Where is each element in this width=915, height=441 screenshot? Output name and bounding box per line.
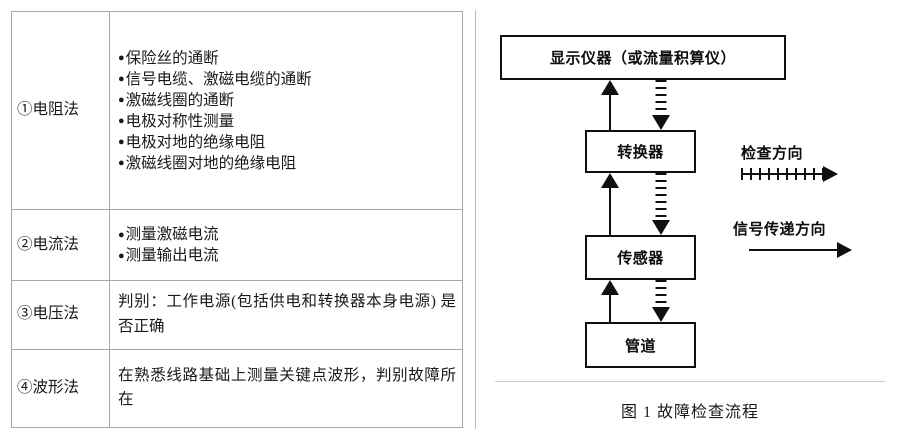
fault-detection-methods-table: ①电阻法 ●保险丝的通断 ●信号电缆、激磁电缆的通断 ●激磁线圈的通断 ●电极对… <box>11 10 463 429</box>
table-cell-method: ④波形法 <box>11 348 110 429</box>
signal-arrow-up-pipe-to-sensor <box>600 280 620 322</box>
table-row: ①电阻法 ●保险丝的通断 ●信号电缆、激磁电缆的通断 ●激磁线圈的通断 ●电极对… <box>11 10 463 211</box>
table-cell-details: ●保险丝的通断 ●信号电缆、激磁电缆的通断 ●激磁线圈的通断 ●电极对称性测量 … <box>109 10 463 211</box>
bullet-icon: ● <box>118 52 125 65</box>
fault-inspection-flow-figure: 显示仪器（或流量积算仪） 转换器 传感器 管道 <box>476 10 904 429</box>
arrow-head-up-icon <box>601 80 619 95</box>
arrow-shaft <box>609 293 611 322</box>
list-item-label: 电极对地的绝缘电阻 <box>125 133 266 151</box>
signal-arrow-up-sensor-to-converter <box>600 173 620 235</box>
table-cell-method: ③电压法 <box>11 279 110 350</box>
diagram-box-display-instrument: 显示仪器（或流量积算仪） <box>500 35 786 80</box>
bullet-list: ●保险丝的通断 ●信号电缆、激磁电缆的通断 ●激磁线圈的通断 ●电极对称性测量 … <box>118 48 456 174</box>
list-item: ●电极对称性测量 <box>118 111 456 132</box>
list-item-label: 激磁线圈对地的绝缘电阻 <box>125 154 297 172</box>
arrow-head-down-icon <box>652 115 670 130</box>
detail-paragraph: 判别：工作电源(包括供电和转换器本身电源) 是否正确 <box>118 293 456 335</box>
arrow-head-up-icon <box>601 173 619 188</box>
arrow-hatch-icon <box>655 80 667 117</box>
list-item: ●测量输出电流 <box>118 245 456 266</box>
arrow-hatch-icon <box>655 280 667 309</box>
method-label: ③电压法 <box>17 305 80 323</box>
table-cell-details: 在熟悉线路基础上测量关键点波形，判别故障所在 <box>109 348 463 429</box>
bullet-icon: ● <box>118 115 125 128</box>
diagram-box-pipe: 管道 <box>585 322 696 368</box>
list-item: ●保险丝的通断 <box>118 48 456 69</box>
arrow-shaft <box>609 186 611 235</box>
table-row: ②电流法 ●测量激磁电流 ●测量输出电流 <box>11 209 463 281</box>
legend-label-inspection-direction: 检查方向 <box>741 144 804 162</box>
list-item-label: 测量输出电流 <box>125 247 219 265</box>
arrow-head-right-icon <box>837 242 852 258</box>
table-cell-method: ②电流法 <box>11 209 110 281</box>
signal-arrow-up-converter-to-display <box>600 80 620 130</box>
legend-inspection-direction: 检查方向 <box>741 142 891 182</box>
list-item-label: 激磁线圈的通断 <box>125 91 235 109</box>
method-label: ②电流法 <box>17 235 80 253</box>
detail-paragraph: 在熟悉线路基础上测量关键点波形，判别故障所在 <box>118 366 456 409</box>
inspect-arrow-down-sensor-to-pipe <box>651 280 671 322</box>
bullet-icon: ● <box>118 94 125 107</box>
caption-divider <box>495 381 885 382</box>
legend-hatched-arrow-icon <box>741 166 891 182</box>
list-item-label: 信号电缆、激磁电缆的通断 <box>125 70 312 88</box>
bullet-icon: ● <box>118 157 125 170</box>
bullet-icon: ● <box>118 249 125 262</box>
table-cell-method: ①电阻法 <box>11 10 110 211</box>
arrow-head-down-icon <box>652 307 670 322</box>
list-item: ●激磁线圈对地的绝缘电阻 <box>118 153 456 174</box>
list-item: ●激磁线圈的通断 <box>118 90 456 111</box>
list-item: ●测量激磁电流 <box>118 224 456 245</box>
table-cell-details: 判别：工作电源(包括供电和转换器本身电源) 是否正确 <box>109 279 463 350</box>
arrow-head-right-icon <box>823 166 838 182</box>
list-item-label: 保险丝的通断 <box>125 49 219 67</box>
list-item: ●信号电缆、激磁电缆的通断 <box>118 69 456 90</box>
diagram-box-converter: 转换器 <box>585 130 696 173</box>
arrow-hatch-icon <box>741 168 829 180</box>
arrow-shaft <box>749 249 841 251</box>
arrow-shaft <box>609 93 611 130</box>
arrow-head-down-icon <box>652 220 670 235</box>
inspect-arrow-down-display-to-converter <box>651 80 671 130</box>
list-item: ●电极对地的绝缘电阻 <box>118 132 456 153</box>
list-item-label: 测量激磁电流 <box>125 226 219 244</box>
table-row: ③电压法 判别：工作电源(包括供电和转换器本身电源) 是否正确 <box>11 279 463 350</box>
list-item-label: 电极对称性测量 <box>125 112 235 130</box>
table-cell-details: ●测量激磁电流 ●测量输出电流 <box>109 209 463 281</box>
bullet-icon: ● <box>118 228 125 241</box>
arrow-hatch-icon <box>655 173 667 222</box>
bullet-icon: ● <box>118 73 125 86</box>
inspect-arrow-down-converter-to-sensor <box>651 173 671 235</box>
legend-label-signal-direction: 信号传递方向 <box>733 220 827 238</box>
legend-solid-arrow-icon <box>733 242 893 258</box>
arrow-head-up-icon <box>601 280 619 295</box>
bullet-list: ●测量激磁电流 ●测量输出电流 <box>118 224 456 266</box>
method-label: ④波形法 <box>17 378 80 396</box>
figure-caption: 图 1 故障检查流程 <box>620 404 759 421</box>
table-row: ④波形法 在熟悉线路基础上测量关键点波形，判别故障所在 <box>11 348 463 429</box>
bullet-icon: ● <box>118 136 125 149</box>
diagram-box-sensor: 传感器 <box>585 235 696 280</box>
legend-signal-direction: 信号传递方向 <box>733 218 893 258</box>
method-label: ①电阻法 <box>17 101 80 119</box>
panel-divider <box>475 10 476 429</box>
